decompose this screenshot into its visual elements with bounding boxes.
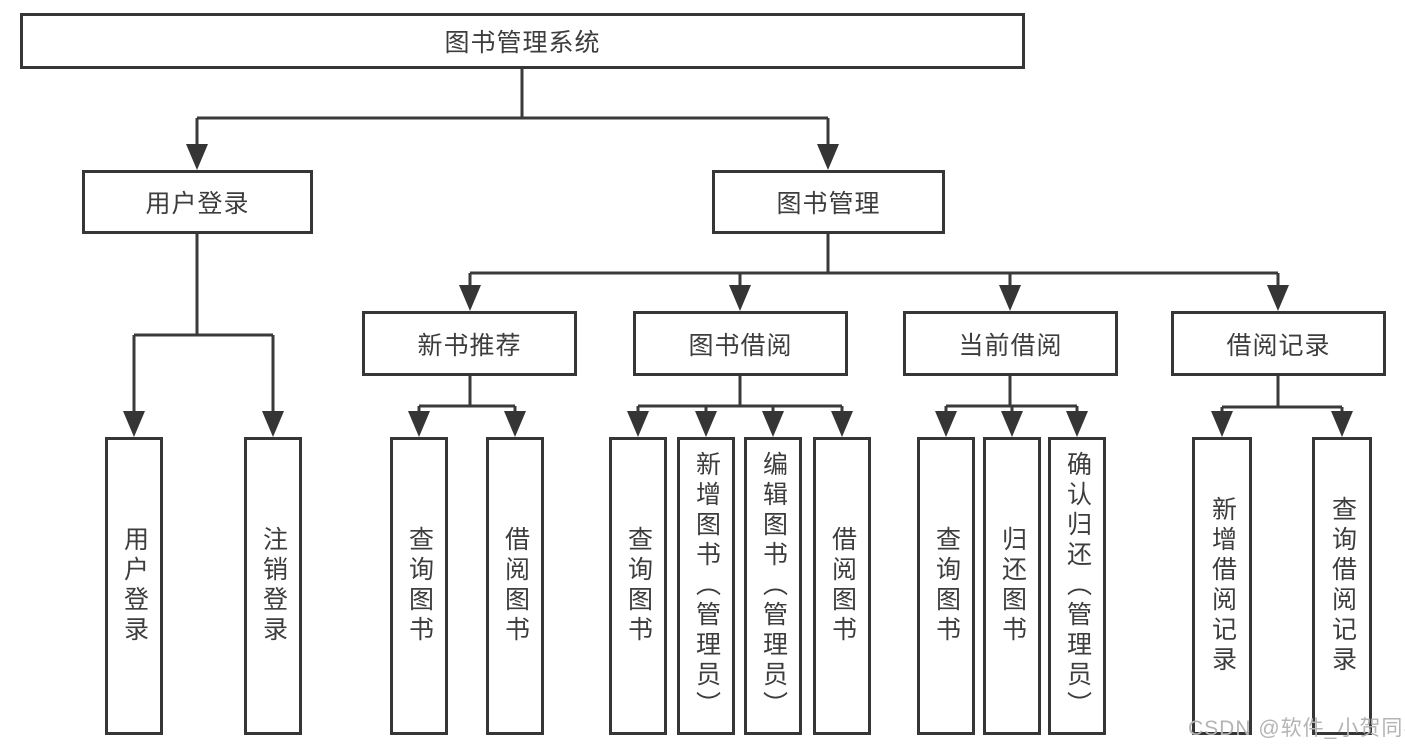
leaf-label: 归还图书 [998, 526, 1027, 646]
leaf-label: 借阅图书 [501, 526, 530, 646]
node-borrow-records: 借阅记录 [1171, 311, 1386, 376]
leaf-label: 确认归还（管理员） [1063, 451, 1092, 721]
node-book-borrow: 图书借阅 [633, 311, 848, 376]
leaf-borrow-books: 借阅图书 [813, 437, 871, 735]
leaf-label: 新增图书（管理员） [692, 451, 721, 721]
node-current-borrow: 当前借阅 [903, 311, 1118, 376]
leaf-logout: 注销登录 [244, 437, 302, 735]
node-new-book-recommend: 新书推荐 [362, 311, 577, 376]
leaf-query-books-current: 查询图书 [917, 437, 975, 735]
node-book-management: 图书管理 [712, 170, 945, 234]
csdn-watermark: CSDN @软件_小贺同学 [1188, 717, 1405, 740]
leaf-borrow-books-recommend: 借阅图书 [486, 437, 544, 735]
leaf-query-books-recommend: 查询图书 [390, 437, 448, 735]
leaf-label: 借阅图书 [828, 526, 857, 646]
leaf-return-books: 归还图书 [983, 437, 1041, 735]
leaf-edit-books-admin: 编辑图书（管理员） [744, 437, 802, 735]
node-system-root: 图书管理系统 [20, 13, 1025, 69]
leaf-add-borrow-record: 新增借阅记录 [1192, 437, 1252, 735]
leaf-label: 新增借阅记录 [1208, 496, 1237, 676]
leaf-label: 注销登录 [259, 526, 288, 646]
leaf-label: 查询图书 [624, 526, 653, 646]
leaf-user-login: 用户登录 [105, 437, 163, 735]
leaf-add-books-admin: 新增图书（管理员） [677, 437, 735, 735]
leaf-confirm-return-admin: 确认归还（管理员） [1048, 437, 1106, 735]
leaf-label: 查询图书 [405, 526, 434, 646]
leaf-label: 用户登录 [120, 526, 149, 646]
leaf-query-books-borrow: 查询图书 [609, 437, 667, 735]
node-user-login: 用户登录 [82, 170, 313, 234]
leaf-label: 查询图书 [932, 526, 961, 646]
leaf-label: 编辑图书（管理员） [759, 451, 788, 721]
leaf-label: 查询借阅记录 [1328, 496, 1357, 676]
leaf-query-borrow-record: 查询借阅记录 [1312, 437, 1372, 735]
